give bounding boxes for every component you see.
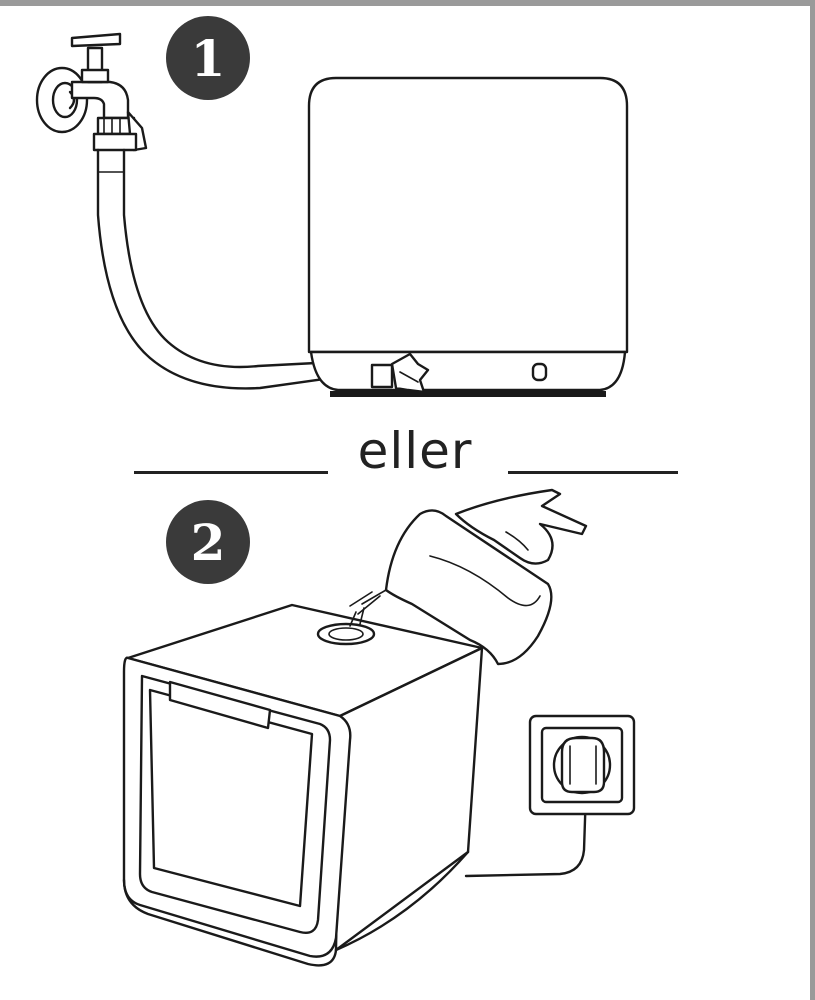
frame-right-border xyxy=(810,0,815,1000)
hose-connector xyxy=(370,352,430,394)
step-2-badge: 2 xyxy=(166,500,250,584)
hand xyxy=(454,488,588,565)
dishwasher-rear-view xyxy=(307,76,629,397)
step-2-number: 2 xyxy=(190,512,226,572)
frame-top-border xyxy=(0,0,815,6)
divider-word: eller xyxy=(357,422,473,480)
divider-line-right xyxy=(508,471,678,474)
inlet-hose xyxy=(96,148,376,390)
step-1-badge: 1 xyxy=(166,16,250,100)
faucet-icon xyxy=(35,32,148,152)
water-jug xyxy=(349,509,553,666)
step-1-number: 1 xyxy=(190,28,226,88)
dishwasher-front-view xyxy=(122,603,588,967)
power-plug-icon xyxy=(560,736,606,794)
divider-line-left xyxy=(134,471,328,474)
